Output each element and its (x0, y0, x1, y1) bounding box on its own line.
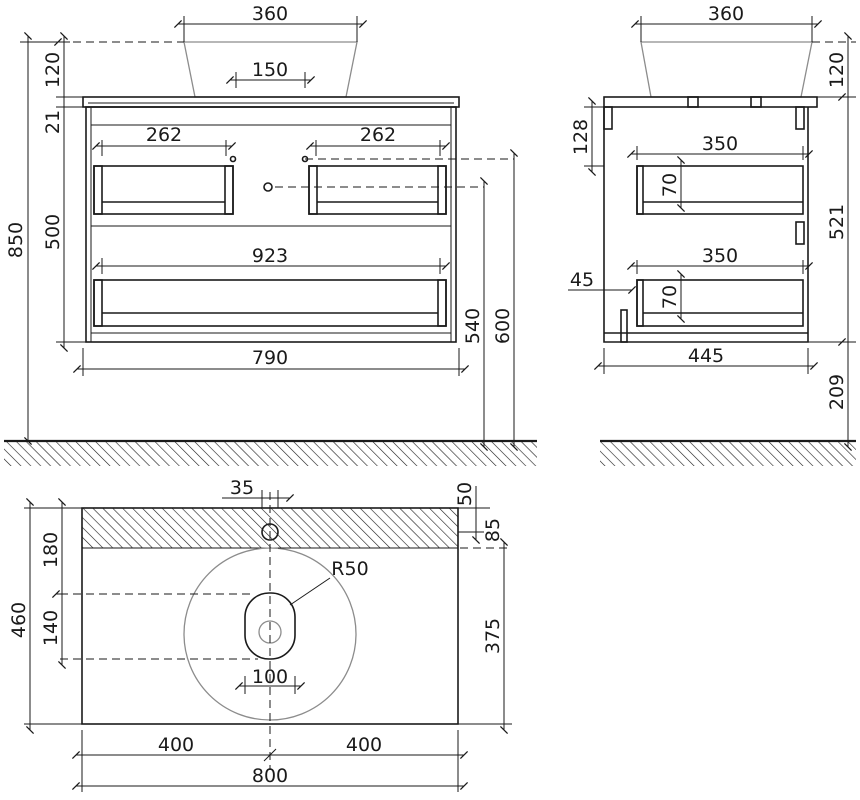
front-dim-left-stack: 120 21 500 (42, 31, 184, 353)
front-view: 360 150 120 21 500 850 (4, 3, 537, 466)
front-dim-pipe-heights: 540 600 (462, 148, 519, 452)
front-cabinet (85, 106, 457, 343)
side-dim-drawer-height-top: 70 (643, 155, 688, 213)
top-half-right-label: 400 (346, 734, 382, 756)
top-dim-tap-offset: 35 (222, 477, 295, 508)
front-dim-drawer-right: 262 (305, 124, 451, 156)
side-basin (640, 41, 813, 98)
top-dim-tap-right: 50 85 (454, 482, 504, 545)
side-drawer-bottom (636, 279, 804, 327)
top-dim-total-width: 800 (71, 765, 469, 791)
side-dim-basin-width: 360 (630, 3, 823, 42)
top-drain-spacing-label: 140 (40, 610, 62, 646)
side-cabinet (603, 106, 809, 343)
front-floor (4, 439, 537, 466)
top-total-depth-label: 460 (8, 602, 30, 638)
top-shelf-depth-label: 180 (40, 532, 62, 568)
front-total-height-label: 850 (5, 222, 27, 258)
top-dim-halves: 400 400 (71, 730, 469, 792)
side-drawer-depth-top-label: 350 (702, 133, 738, 155)
top-shelf-hatch (81, 507, 459, 549)
top-total-width-label: 800 (252, 765, 288, 787)
side-dim-drawer-depth-bottom: 350 (626, 245, 814, 274)
side-dim-back-offset: 45 (568, 269, 637, 295)
side-drawer-offset-label: 128 (570, 119, 592, 155)
front-drawer-bottom (93, 279, 447, 327)
top-dim-front-to-drain: 375 (458, 537, 512, 735)
side-drawer-depth-bottom-label: 350 (702, 245, 738, 267)
front-drawer-right (308, 165, 447, 215)
side-dim-drawer-height-bottom: 70 (643, 269, 688, 324)
top-half-left-label: 400 (158, 734, 194, 756)
front-cabinet-height-label: 500 (42, 214, 64, 250)
front-drawer-right-label: 262 (360, 124, 396, 146)
side-drawer-top (636, 165, 804, 215)
side-basin-width-label: 360 (708, 3, 744, 25)
front-countertop (82, 96, 460, 108)
top-tap-offset-label: 35 (230, 477, 254, 499)
side-view: 360 120 521 209 128 350 (568, 3, 856, 466)
side-countertop (603, 96, 818, 108)
top-dim-drain-radius: R50 (289, 558, 369, 606)
side-body-height-label: 521 (826, 204, 848, 240)
front-dim-drawer-left: 262 (91, 124, 237, 156)
front-dim-drawer-bottom: 923 (91, 245, 451, 274)
side-basin-height-label: 120 (826, 52, 848, 88)
top-tap-edge-label: 50 (454, 482, 476, 506)
top-drain-slot (244, 592, 296, 660)
side-dim-right-stack: 120 521 209 (808, 31, 856, 452)
front-drawer-bottom-label: 923 (252, 245, 288, 267)
side-drawer-height-bottom-label: 70 (659, 285, 681, 309)
front-height-540-label: 540 (462, 308, 484, 344)
side-dim-cabinet-depth: 445 (593, 345, 819, 374)
top-dim-left-stack: 460 180 140 (8, 497, 82, 735)
front-cabinet-width-label: 790 (252, 347, 288, 369)
front-drawer-left (93, 165, 234, 215)
front-height-600-label: 600 (492, 308, 514, 344)
front-drain-width-label: 150 (252, 59, 288, 81)
front-dim-total-height: 850 (5, 31, 60, 446)
front-basin-width-label: 360 (252, 3, 288, 25)
side-cabinet-depth-label: 445 (688, 345, 724, 367)
front-dim-drain-width: 150 (225, 59, 316, 88)
top-view: 35 50 85 460 180 140 R50 (8, 477, 512, 792)
top-drain-width-label: 100 (252, 666, 288, 688)
pipe-marker-left (229, 155, 237, 163)
top-tap-to-back-label: 85 (482, 518, 504, 542)
front-dim-cabinet-width: 790 (72, 347, 470, 376)
siphon-circle (263, 182, 273, 192)
side-back-offset-label: 45 (570, 269, 594, 291)
side-dim-drawer-depth-top: 350 (626, 133, 814, 160)
side-floor (600, 439, 856, 466)
side-floor-clearance-label: 209 (826, 374, 848, 410)
side-dim-drawer-offset: 128 (570, 96, 604, 177)
top-front-to-drain-label: 375 (482, 618, 504, 654)
side-drawer-height-top-label: 70 (659, 173, 681, 197)
top-drain-radius-label: R50 (331, 558, 368, 580)
front-drawer-left-label: 262 (146, 124, 182, 146)
top-dim-drain-width: 100 (234, 666, 306, 694)
front-basin-height-label: 120 (42, 52, 64, 88)
front-top-thickness-label: 21 (42, 110, 64, 134)
front-dim-basin-width: 360 (173, 3, 368, 42)
